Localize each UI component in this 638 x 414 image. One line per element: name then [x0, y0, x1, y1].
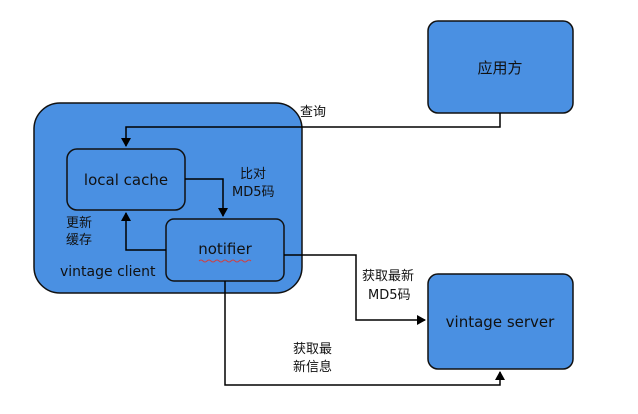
get-md5-edge: 获取最新 MD5码	[284, 254, 426, 325]
app-node-label: 应用方	[477, 59, 522, 77]
get-info-label-line2: 新信息	[293, 359, 332, 375]
local-cache-label: local cache	[84, 171, 168, 189]
app-node: 应用方	[427, 20, 574, 114]
get-info-label-line1: 获取最	[293, 342, 332, 357]
query-label: 查询	[300, 105, 326, 120]
get-md5-label-line2: MD5码	[368, 288, 411, 303]
local-cache-node: local cache	[66, 148, 186, 211]
compare-edge: 比对 MD5码	[185, 167, 275, 217]
compare-label-line2: MD5码	[232, 185, 275, 200]
update-label-line1: 更新	[66, 215, 92, 231]
vintage-client-label: vintage client	[60, 264, 156, 280]
query-edge: 查询	[121, 105, 501, 147]
update-edge: 更新 缓存	[66, 212, 166, 251]
spellcheck-squiggle	[198, 259, 252, 263]
vintage-server-label: vintage server	[446, 313, 555, 331]
compare-label-line1: 比对	[240, 167, 266, 182]
notifier-node: notifier	[165, 218, 285, 282]
get-info-edge: 获取最 新信息	[224, 281, 505, 386]
vintage-server-node: vintage server	[427, 273, 574, 370]
update-label-line2: 缓存	[66, 233, 92, 248]
get-md5-label-line1: 获取最新	[362, 268, 414, 284]
notifier-label: notifier	[198, 240, 252, 258]
